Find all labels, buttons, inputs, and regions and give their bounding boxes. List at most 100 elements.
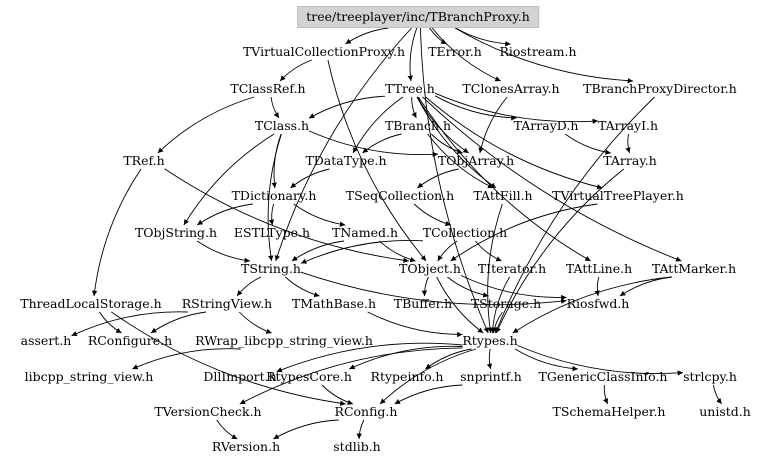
- edge-tdatatype-to-tdictionary: [290, 168, 330, 189]
- node-tmathbase: TMathBase.h: [291, 296, 377, 311]
- edge-tcollection-to-tstring: [300, 240, 424, 264]
- edge-tclass-to-tdictionary: [271, 133, 282, 189]
- node-tnamed: TNamed.h: [331, 225, 399, 240]
- node-dllimport: DllImport.h: [203, 369, 277, 384]
- edge-ttree-to-tattmarker: [422, 96, 682, 262]
- edge-tobject-to-tstorage: [447, 276, 489, 298]
- node-rtypeinfo: Rtypeinfo.h: [370, 369, 444, 384]
- node-rtypescore: RtypesCore.h: [266, 369, 352, 384]
- edge-root-to-rtypes: [419, 27, 489, 334]
- edge-tls-to-rconfig: [111, 311, 346, 406]
- node-tbuffer: TBuffer.h: [393, 296, 453, 311]
- node-tstring: TString.h: [241, 261, 301, 276]
- edge-tarrayi-to-tarray: [625, 133, 631, 154]
- edge-tattline-to-riosfwd: [594, 276, 600, 297]
- edge-tbranch-to-tattfill: [427, 133, 494, 189]
- edge-tobject-to-riosfwd: [460, 275, 567, 301]
- node-rversion: RVersion.h: [211, 439, 281, 454]
- edge-rstringview-to-assert: [71, 311, 188, 337]
- edge-rtypes-to-rconfig: [379, 348, 477, 405]
- edge-tls-to-rconfigure: [99, 311, 122, 334]
- node-snprintf: snprintf.h: [460, 369, 522, 384]
- edge-tnamed-to-tstring: [291, 240, 345, 262]
- edge-rtypes-to-rtypescore: [349, 345, 463, 370]
- edge-tbranch-to-tobjarray: [430, 133, 463, 154]
- edge-rwrap-to-libcpp: [132, 348, 241, 370]
- edge-rstringview-to-rwrap: [238, 311, 272, 334]
- edge-tclass-to-tobjarray: [308, 130, 439, 158]
- edge-root-to-terror: [429, 27, 447, 45]
- edge-strlcpy-to-unistd: [712, 384, 722, 405]
- edge-tdictionary-to-tnamed: [293, 203, 346, 227]
- edge-tbranch-to-tdatatype: [362, 133, 402, 154]
- node-tseqcollection: TSeqCollection.h: [345, 188, 455, 203]
- edge-tvcp-to-tobject: [327, 59, 427, 262]
- edge-snprintf-to-rconfig: [394, 384, 463, 405]
- edge-tobjstring-to-tstring: [196, 240, 250, 263]
- node-tattline: TAttLine.h: [565, 261, 633, 276]
- node-tcollection: TCollection.h: [422, 225, 508, 240]
- node-tarray: TArray.h: [603, 153, 657, 168]
- edge-tref-to-tobject: [164, 168, 409, 263]
- edge-tstring-to-rstringview: [236, 276, 262, 297]
- node-libcpp: libcpp_string_view.h: [24, 369, 154, 384]
- edge-tstorage-to-rtypes: [491, 311, 503, 334]
- edge-tseqcollection-to-tcollection: [413, 203, 452, 227]
- edge-tclassref-to-tclass: [270, 96, 280, 119]
- edge-tgci-to-tschemahelper: [602, 384, 609, 405]
- edge-ttree-to-tvtp: [425, 96, 603, 190]
- edge-rtypescore-to-rconfig: [321, 384, 354, 405]
- edge-tmathbase-to-rtypes: [367, 311, 463, 338]
- edge-rstringview-to-rconfigure: [150, 311, 207, 334]
- edge-rconfig-to-rversion: [273, 419, 339, 440]
- edge-tvcp-to-tclassref: [279, 59, 313, 82]
- node-tref: TRef.h: [123, 153, 165, 168]
- edge-ttree-to-tclass: [308, 95, 386, 119]
- edge-tclass-to-tobjstring: [183, 133, 275, 226]
- edge-rtypes-to-snprintf: [486, 348, 492, 370]
- edge-ttree-to-tattline: [418, 96, 591, 262]
- edge-tattmarker-to-riosfwd: [619, 276, 673, 297]
- node-tstorage: TStorage.h: [470, 296, 542, 311]
- node-tclassref: TClassRef.h: [230, 81, 306, 96]
- node-tclass: TClass.h: [254, 118, 310, 133]
- edge-tobjarray-to-tseqcollection: [417, 168, 459, 189]
- edge-tdictionary-to-tobjstring: [196, 203, 253, 226]
- node-terror: TError.h: [428, 44, 482, 59]
- node-tobject: TObject.h: [399, 261, 461, 276]
- node-tobjarray: TObjArray.h: [437, 153, 515, 168]
- edge-rtypes-to-rtypeinfo: [425, 348, 472, 370]
- node-rstringview: RStringView.h: [181, 296, 273, 311]
- edge-rtypes-to-tgci: [514, 348, 578, 372]
- edge-root-to-ttree: [407, 27, 418, 82]
- edge-ttree-to-tattfill: [416, 96, 497, 189]
- edge-tattfill-to-rtypes: [487, 203, 503, 334]
- edge-tcollection-to-tobject: [437, 240, 458, 262]
- node-tobjstring: TObjString.h: [134, 225, 218, 240]
- edge-tarrayd-to-tarray: [564, 133, 611, 155]
- edge-ttree-to-tarrayi: [434, 92, 599, 124]
- node-riostream: Riostream.h: [499, 44, 577, 59]
- edge-tvtp-to-tobject: [450, 203, 598, 262]
- edge-root-to-riostream: [455, 27, 511, 47]
- node-tclonesarray: TClonesArray.h: [462, 81, 560, 96]
- node-tls: ThreadLocalStorage.h: [20, 296, 162, 311]
- node-tdictionary: TDictionary.h: [231, 188, 317, 203]
- node-tversioncheck: TVersionCheck.h: [154, 404, 262, 419]
- node-tschemahelper: TSchemaHelper.h: [552, 404, 666, 419]
- edge-ttree-to-tbranch: [411, 96, 417, 119]
- node-tattmarker: TAttMarker.h: [651, 261, 737, 276]
- node-rwrap: RWrap_libcpp_string_view.h: [195, 333, 373, 348]
- edge-tref-to-tls: [91, 168, 142, 297]
- node-tbranch: TBranch.h: [384, 118, 452, 133]
- edge-root-to-tclonesarray: [431, 27, 501, 82]
- node-tvtp: TVirtualTreePlayer.h: [552, 188, 684, 203]
- edge-tobject-to-rtypes: [436, 276, 484, 334]
- edge-root-to-tvcp: [345, 27, 389, 45]
- node-tdatatype: TDataType.h: [305, 153, 387, 168]
- node-tbpdirector: TBranchProxyDirector.h: [583, 81, 737, 96]
- edge-tstring-to-riosfwd: [300, 271, 567, 306]
- node-tgci: TGenericClassInfo.h: [538, 369, 668, 384]
- node-riosfwd: Riosfwd.h: [566, 296, 630, 311]
